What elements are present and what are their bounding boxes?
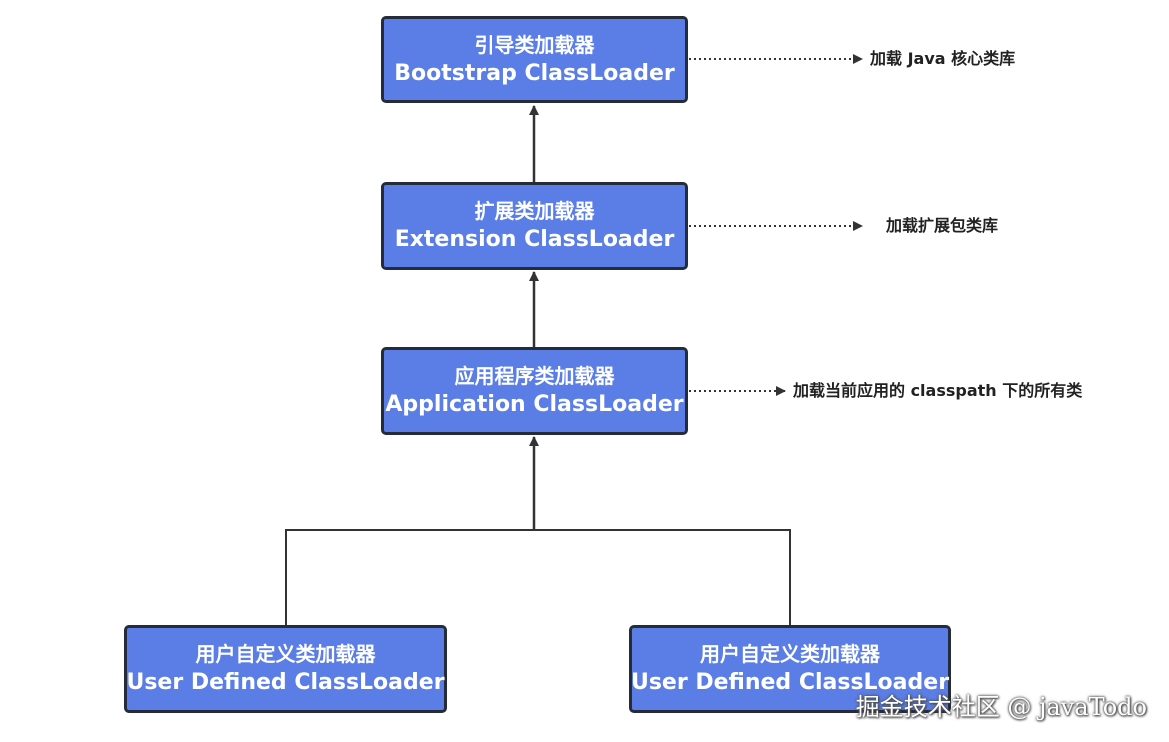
bootstrap-classloader-node: 引导类加载器 Bootstrap ClassLoader	[381, 16, 688, 103]
application-en-label: Application ClassLoader	[385, 392, 684, 417]
application-zh-label: 应用程序类加载器	[454, 364, 615, 388]
extension-classloader-node: 扩展类加载器 Extension ClassLoader	[381, 182, 688, 270]
application-note: 加载当前应用的 classpath 下的所有类	[793, 381, 1083, 400]
extension-en-label: Extension ClassLoader	[394, 227, 675, 252]
user-defined-classloader-node-right: 用户自定义类加载器 User Defined ClassLoader	[629, 625, 951, 713]
watermark: 掘金技术社区 @ javaTodo	[855, 693, 1147, 721]
application-classloader-node: 应用程序类加载器 Application ClassLoader	[381, 347, 688, 435]
bootstrap-note: 加载 Java 核心类库	[870, 49, 1016, 68]
bootstrap-zh-label: 引导类加载器	[474, 32, 595, 57]
extension-note: 加载扩展包类库	[886, 216, 999, 235]
user-right-en-label: User Defined ClassLoader	[630, 670, 950, 695]
user-defined-classloader-node-left: 用户自定义类加载器 User Defined ClassLoader	[124, 625, 447, 713]
user-left-en-label: User Defined ClassLoader	[126, 670, 445, 695]
user-left-zh-label: 用户自定义类加载器	[195, 642, 376, 666]
branch-connector	[285, 529, 791, 625]
extension-zh-label: 扩展类加载器	[474, 199, 595, 223]
user-right-zh-label: 用户自定义类加载器	[700, 642, 880, 666]
bootstrap-en-label: Bootstrap ClassLoader	[394, 60, 675, 86]
